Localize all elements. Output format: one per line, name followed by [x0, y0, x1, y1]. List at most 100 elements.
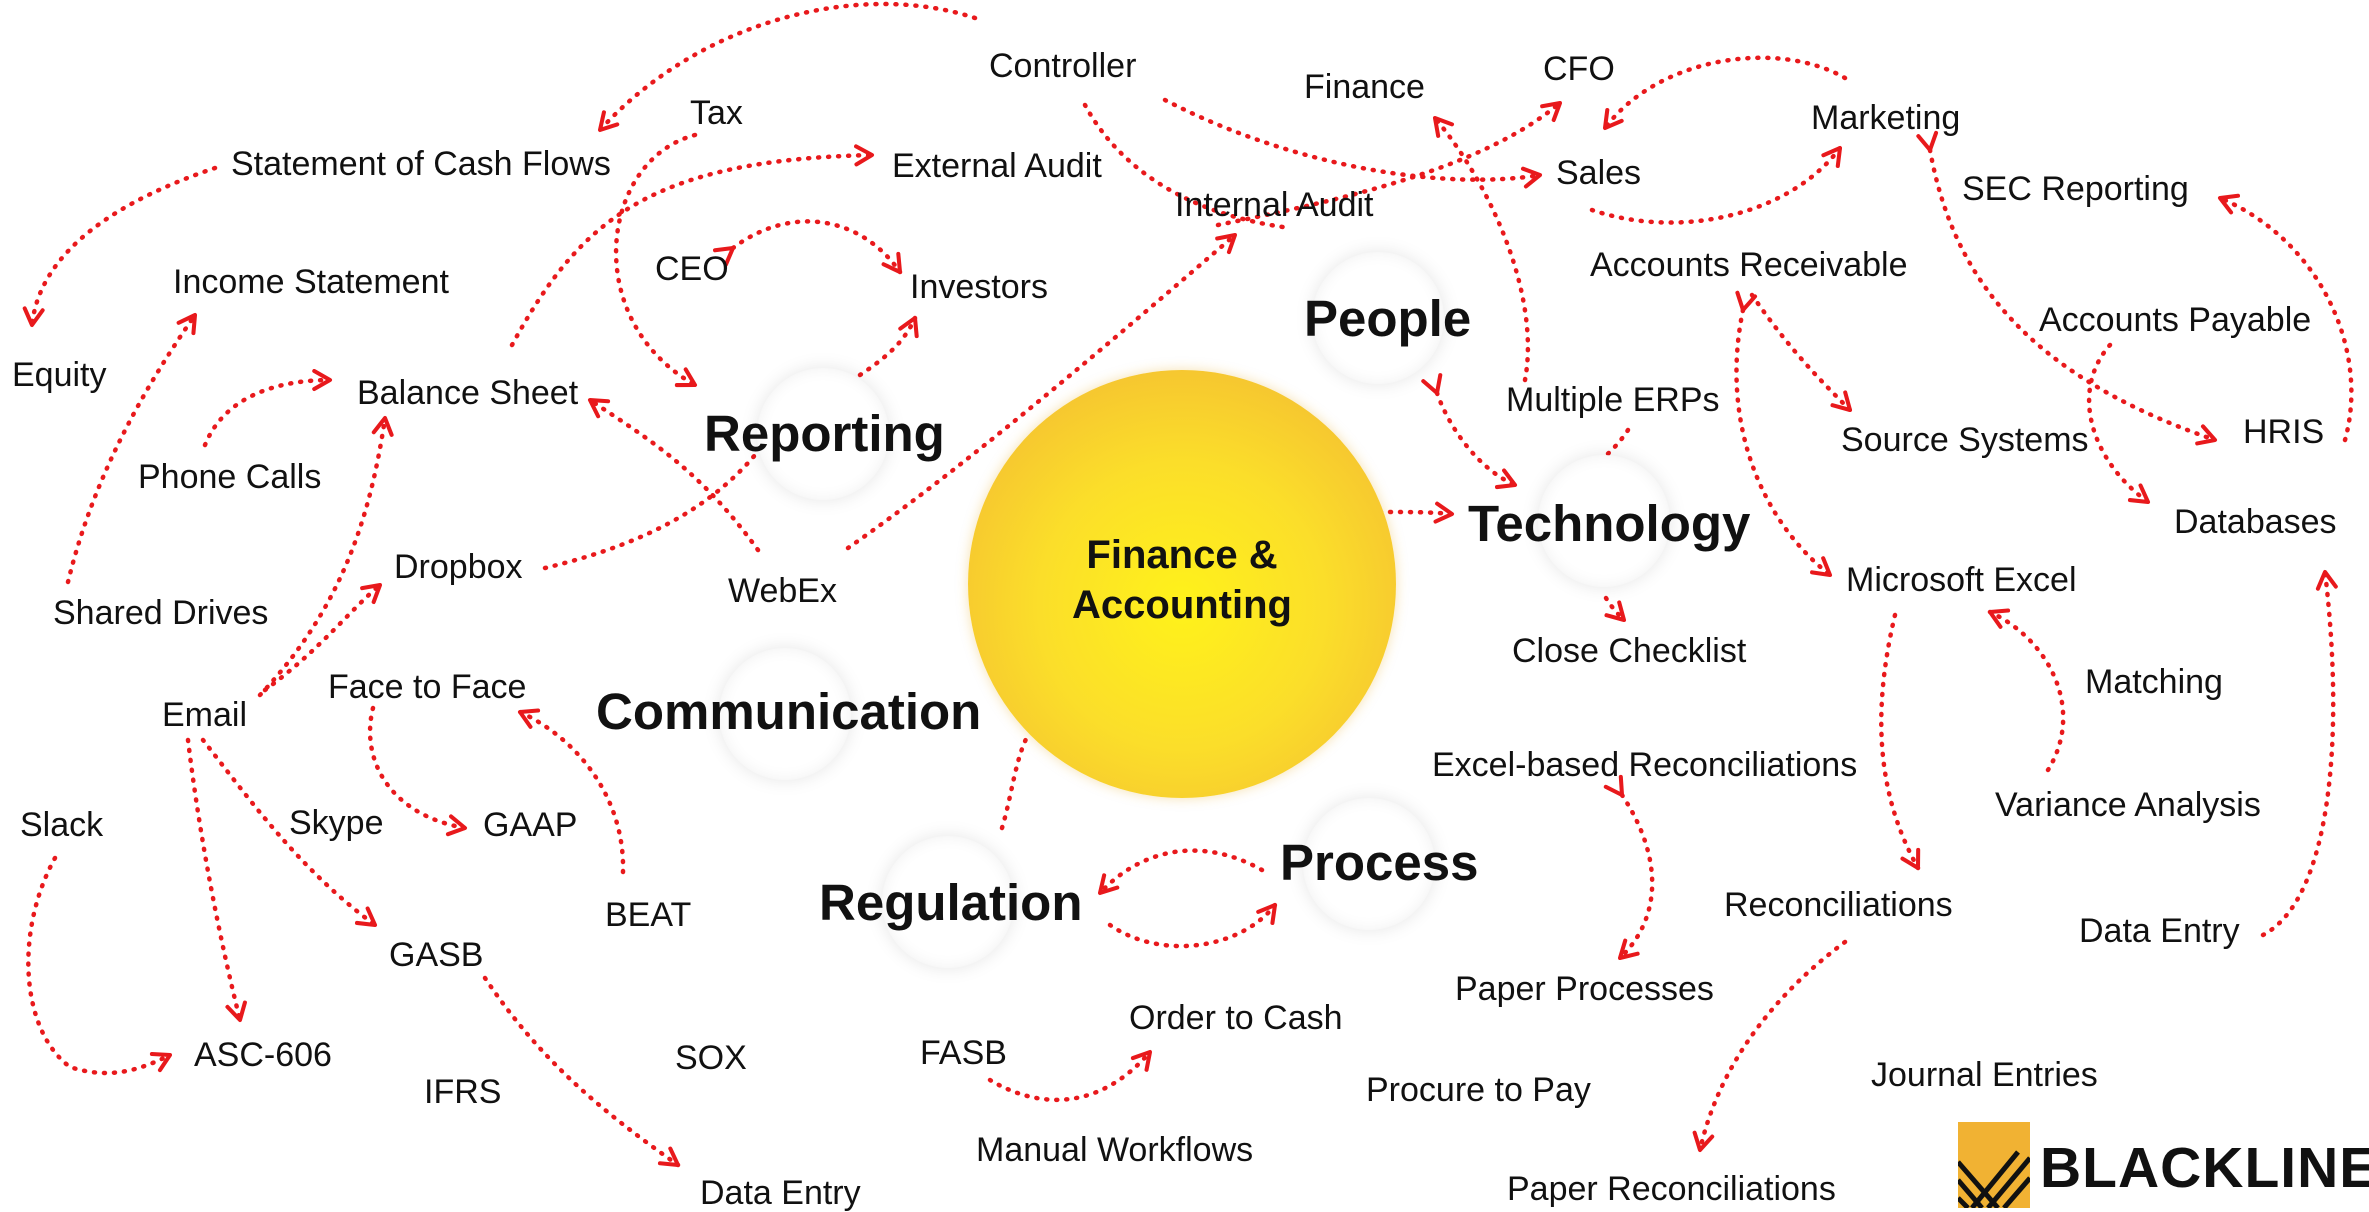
arrow-controller-to-sales — [1162, 97, 1543, 189]
term-statement-of-cash-flows: Statement of Cash Flows — [231, 145, 611, 183]
blackline-logo-text: BLACKLINE — [2040, 1136, 2369, 1200]
arrow-dropbox-to-reporting — [542, 452, 758, 571]
term-microsoft-excel: Microsoft Excel — [1846, 561, 2077, 599]
process-halo — [1303, 798, 1435, 930]
term-ceo: CEO — [655, 250, 729, 288]
term-databases: Databases — [2174, 503, 2337, 541]
term-face-to-face: Face to Face — [328, 668, 527, 706]
term-hris: HRIS — [2243, 413, 2325, 451]
arrow-regulation-to-process — [1107, 902, 1278, 949]
arrow-process-to-regulation — [1097, 848, 1265, 896]
term-gaap: GAAP — [483, 806, 578, 844]
term-close-checklist: Close Checklist — [1512, 632, 1747, 670]
communication-halo — [719, 648, 851, 780]
term-webex: WebEx — [728, 572, 837, 610]
term-dropbox: Dropbox — [394, 548, 523, 586]
term-income-statement: Income Statement — [173, 263, 449, 301]
center-label: Finance & Accounting — [968, 530, 1396, 630]
arrow-email-to-gasb — [200, 737, 378, 928]
arrow-controller-to-internal-audit — [1082, 102, 1293, 231]
term-sec-reporting: SEC Reporting — [1962, 170, 2189, 208]
term-gasb: GASB — [389, 936, 484, 974]
category-reporting: Reporting — [704, 405, 945, 462]
arrow-slack-to-asc — [26, 855, 173, 1076]
finance-accounting-circle — [968, 370, 1396, 798]
term-matching: Matching — [2085, 663, 2223, 701]
arrow-email-to-balance — [257, 415, 394, 698]
category-regulation: Regulation — [819, 874, 1083, 931]
term-external-audit: External Audit — [892, 147, 1102, 185]
term-journal-entries: Journal Entries — [1871, 1056, 2098, 1094]
term-equity: Equity — [12, 356, 107, 394]
term-shared-drives: Shared Drives — [53, 594, 269, 632]
term-procure-to-pay: Procure to Pay — [1366, 1071, 1591, 1109]
term-ifrs: IFRS — [424, 1073, 502, 1111]
term-controller: Controller — [989, 47, 1137, 85]
technology-halo — [1538, 455, 1670, 587]
term-excel-based-reconciliations: Excel-based Reconciliations — [1432, 746, 1858, 784]
term-sales: Sales — [1556, 154, 1642, 192]
arrow-ar-to-source-systems — [1749, 292, 1853, 413]
term-paper-processes: Paper Processes — [1455, 970, 1714, 1008]
term-cfo: CFO — [1543, 50, 1615, 88]
term-sox: SOX — [675, 1039, 747, 1077]
category-process: Process — [1280, 834, 1479, 891]
arrow-balance-to-external-audit — [509, 144, 875, 348]
arrow-hris-to-sec — [2217, 193, 2354, 443]
term-multiple-erps: Multiple ERPs — [1506, 381, 1720, 419]
arrow-fasb-to-order-to-cash — [987, 1049, 1153, 1103]
arrow-beat-to-face — [517, 708, 626, 875]
arrow-variance-to-excel — [1987, 608, 2066, 773]
term-asc-606: ASC-606 — [194, 1036, 332, 1074]
term-order-to-cash: Order to Cash — [1129, 999, 1343, 1037]
term-finance: Finance — [1304, 68, 1425, 106]
arrow-dataentry-to-databases — [2260, 569, 2338, 938]
arrow-regulation-to-center — [999, 732, 1031, 831]
arrow-webex-to-internal-audit — [845, 232, 1238, 551]
arrow-shared-to-income — [65, 312, 198, 585]
category-technology: Technology — [1468, 495, 1751, 552]
term-variance-analysis: Variance Analysis — [1995, 786, 2261, 824]
term-manual-workflows: Manual Workflows — [976, 1131, 1254, 1169]
arrow-recon-to-paper-recon — [1692, 939, 1848, 1153]
term-slack: Slack — [20, 806, 104, 844]
term-accounts-receivable: Accounts Receivable — [1590, 246, 1908, 284]
arrow-cashflows-to-equity — [22, 165, 218, 328]
center-label-line2: Accounting — [1072, 583, 1292, 627]
arrow-technology-to-checklist — [1603, 595, 1627, 623]
arrow-excel-to-reconciliations — [1879, 612, 1921, 871]
term-data-entry-right: Data Entry — [2079, 912, 2240, 950]
term-fasb: FASB — [920, 1034, 1007, 1072]
term-source-systems: Source Systems — [1841, 421, 2089, 459]
arrow-marketing-to-cfo — [1602, 55, 1848, 131]
arrow-phone-to-balance — [202, 368, 333, 448]
term-skype: Skype — [289, 804, 384, 842]
arrow-ap-to-databases — [2086, 342, 2151, 505]
arrow-erps-to-finance — [1432, 115, 1531, 383]
term-balance-sheet: Balance Sheet — [357, 374, 579, 412]
blackline-logo-mark — [1958, 1122, 2030, 1208]
people-halo — [1312, 252, 1444, 384]
arrow-marketing-to-hris — [1916, 130, 2218, 446]
term-accounts-payable: Accounts Payable — [2039, 301, 2312, 339]
term-internal-audit: Internal Audit — [1175, 186, 1374, 224]
term-investors: Investors — [910, 268, 1048, 306]
arrow-gasb-to-data-entry — [482, 975, 681, 1168]
category-communication: Communication — [596, 683, 982, 740]
arrow-email-to-dropbox — [262, 582, 383, 693]
term-reconciliations: Reconciliations — [1724, 886, 1953, 924]
term-email: Email — [162, 696, 248, 734]
arrow-webex-to-balance — [587, 397, 761, 553]
arrow-sales-to-cfo — [1215, 100, 1563, 228]
arrow-excel-recon-paper — [1603, 774, 1655, 961]
arrow-people-technology — [1421, 373, 1518, 490]
category-people: People — [1304, 290, 1472, 347]
arrow-tax-to-reporting — [614, 132, 698, 388]
term-paper-reconciliations: Paper Reconciliations — [1507, 1170, 1836, 1208]
blackline-logo: BLACKLINE — [1958, 1122, 2369, 1208]
arrow-face-to-gaap — [367, 705, 468, 837]
arrow-sales-to-marketing — [1589, 145, 1843, 225]
term-data-entry-bottom: Data Entry — [700, 1174, 861, 1212]
term-beat: BEAT — [605, 896, 692, 934]
